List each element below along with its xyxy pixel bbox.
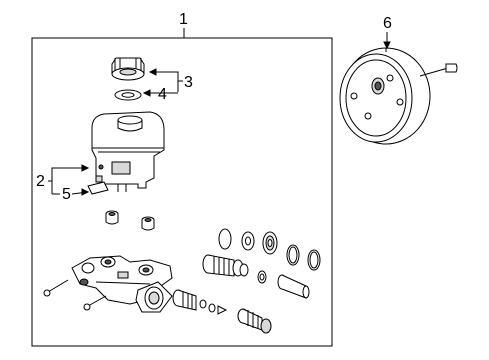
- callout-2: 2: [36, 164, 90, 194]
- callout-3: 3: [148, 68, 193, 92]
- callout-6: 6: [383, 15, 392, 50]
- mounting-bolt-2: [83, 295, 107, 311]
- reservoir-grommet-left: [105, 210, 119, 225]
- brake-line-fitting: [237, 308, 272, 334]
- reservoir-seal: [114, 89, 142, 101]
- fluid-level-sensor: [87, 175, 109, 195]
- brake-booster: [339, 47, 458, 145]
- reservoir-cap: [111, 57, 145, 81]
- callout-5: 5: [52, 186, 90, 203]
- callout-4: 4: [142, 86, 178, 103]
- secondary-piston-spring: [172, 289, 228, 315]
- callout-1: 1: [179, 11, 188, 38]
- callout-6-label: 6: [383, 15, 392, 32]
- mounting-bolt-1: [43, 279, 69, 297]
- pushrod: [277, 274, 310, 299]
- master-cylinder-body: [71, 255, 173, 313]
- callout-5-label: 5: [62, 186, 71, 203]
- assembly-frame: [31, 37, 333, 347]
- fluid-reservoir: [91, 111, 165, 192]
- primary-piston-spring: [202, 254, 267, 284]
- seal-kit-upper: [218, 228, 321, 271]
- callout-3-label: 3: [184, 74, 193, 91]
- reservoir-grommet-right: [141, 216, 155, 231]
- callout-2-label: 2: [36, 173, 45, 190]
- callout-4-label: 4: [158, 86, 167, 103]
- callout-1-label: 1: [179, 11, 188, 28]
